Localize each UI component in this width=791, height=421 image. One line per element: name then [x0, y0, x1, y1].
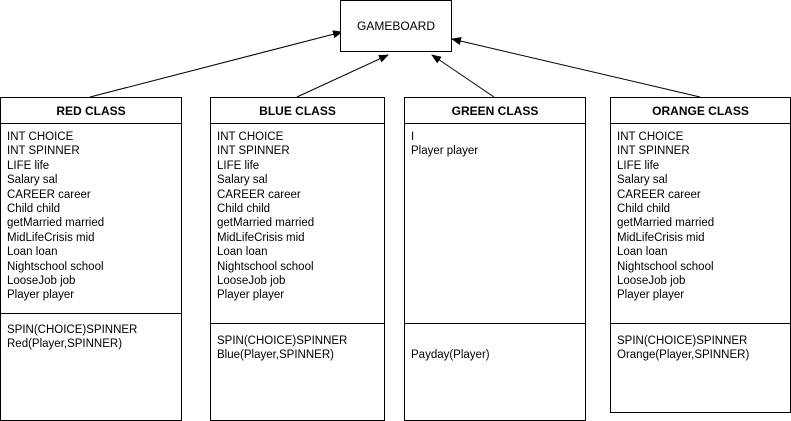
attribute-line: LooseJob job — [7, 275, 76, 288]
gameboard-label: GAMEBOARD — [356, 19, 435, 33]
attribute-line: getMarried married — [7, 217, 105, 230]
attribute-line: LIFE life — [617, 159, 660, 172]
methods-section: SPIN(CHOICE)SPINNER Blue(Player,SPINNER) — [211, 324, 384, 363]
class-title: RED CLASS — [1, 98, 181, 124]
attribute-line: Player player — [617, 289, 685, 302]
attribute-line: INT CHOICE — [217, 131, 284, 143]
attribute-line: CAREER career — [7, 188, 91, 201]
attribute-line: Nightschool school — [7, 260, 104, 273]
arrow-red-to-gameboard — [89, 30, 343, 98]
attribute-line: Loan loan — [217, 246, 268, 259]
attribute-line: getMarried married — [217, 217, 315, 230]
methods-section: Payday(Player) — [405, 324, 585, 362]
attribute-line: LooseJob job — [617, 275, 686, 288]
attribute-line: Player player — [217, 289, 285, 302]
attribute-line: INT SPINNER — [617, 145, 690, 158]
method-line: Red(Player,SPINNER) — [7, 338, 123, 351]
attribute-line: Salary sal — [217, 174, 268, 187]
attribute-line: CAREER career — [217, 188, 301, 201]
attribute-line: Child child — [617, 203, 671, 216]
method-line: SPIN(CHOICE)SPINNER — [217, 335, 348, 347]
methods-section: SPIN(CHOICE)SPINNER Red(Player,SPINNER) — [1, 314, 181, 352]
green-class-box: GREEN CLASS I Player player Payday(Player… — [404, 97, 586, 421]
method-line: Orange(Player,SPINNER) — [617, 349, 750, 362]
class-title: ORANGE CLASS — [611, 98, 790, 124]
attribute-line: Player player — [411, 145, 479, 158]
attribute-line: Salary sal — [617, 174, 668, 187]
attribute-line: Loan loan — [7, 246, 58, 259]
attribute-line: INT CHOICE — [7, 131, 74, 143]
class-title: GREEN CLASS — [405, 98, 585, 124]
arrow-blue-to-gameboard — [296, 54, 389, 98]
method-line: SPIN(CHOICE)SPINNER — [7, 324, 138, 336]
attribute-line: MidLifeCrisis mid — [617, 231, 705, 244]
methods-section: SPIN(CHOICE)SPINNER Orange(Player,SPINNER… — [611, 324, 790, 363]
attribute-line: INT CHOICE — [617, 131, 684, 143]
attribute-line: Loan loan — [617, 246, 668, 259]
class-title: BLUE CLASS — [211, 98, 384, 124]
attribute-line: MidLifeCrisis mid — [7, 231, 95, 244]
attribute-line: Child child — [217, 203, 271, 216]
attributes-section: I Player player — [405, 124, 585, 324]
method-line: SPIN(CHOICE)SPINNER — [617, 335, 748, 347]
attribute-line: I — [411, 131, 415, 143]
arrow-green-to-gameboard — [431, 54, 495, 98]
method-line: Payday(Player) — [411, 349, 490, 361]
attribute-line: Child child — [7, 203, 61, 216]
attribute-line: LIFE life — [7, 159, 50, 172]
attribute-line: getMarried married — [617, 217, 715, 230]
attribute-line: LooseJob job — [217, 275, 286, 288]
attribute-line: Player player — [7, 289, 75, 302]
gameboard-box: GAMEBOARD — [340, 0, 452, 52]
attribute-line: INT SPINNER — [7, 145, 80, 158]
attribute-line: MidLifeCrisis mid — [217, 231, 305, 244]
attribute-line: CAREER career — [617, 188, 701, 201]
attribute-line: Nightschool school — [617, 260, 714, 273]
method-line: Blue(Player,SPINNER) — [217, 349, 334, 362]
attribute-line: Salary sal — [7, 174, 58, 187]
attribute-line: Nightschool school — [217, 260, 314, 273]
arrow-orange-to-gameboard — [451, 37, 701, 98]
attribute-line: INT SPINNER — [217, 145, 290, 158]
attribute-line: LIFE life — [217, 159, 260, 172]
